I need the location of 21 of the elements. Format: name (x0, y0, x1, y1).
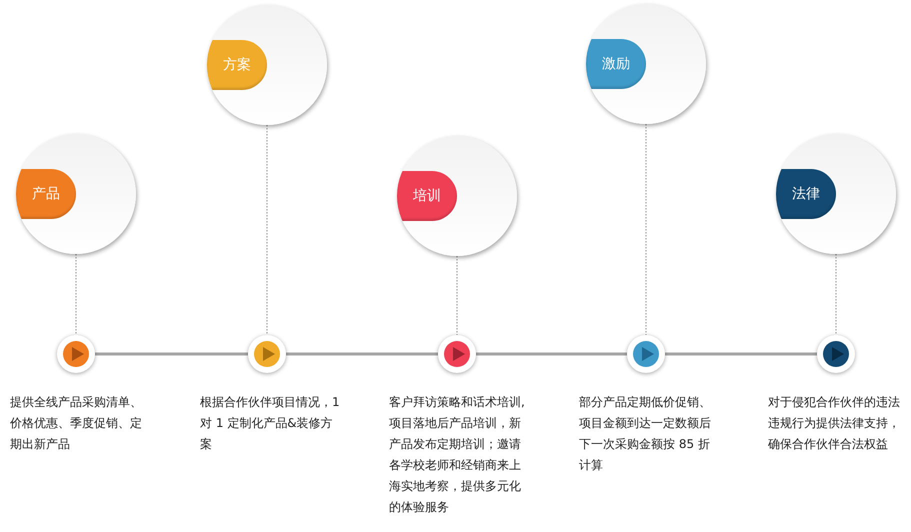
tab-label: 产品 (16, 169, 76, 219)
timeline-line (665, 352, 817, 356)
description-text: 根据合作伙伴项目情况，1 对 1 定制化产品&装修方案 (200, 394, 340, 453)
description-text: 提供全线产品采购清单、价格优惠、季度促销、定期出新产品 (10, 394, 143, 453)
description-text: 部分产品定期低价促销、项目金额到达一定数额后下一次采购金额按 85 折计算 (579, 394, 712, 474)
dotted-line (456, 256, 458, 336)
description-text: 客户拜访策略和话术培训,项目落地后产品培训，新产品发布定期培训；邀请各学校老师和经销商来上海实地考察，提供多元化的体验服务 (389, 394, 526, 516)
timeline-dot (248, 335, 286, 373)
dotted-line (266, 124, 268, 336)
tab-label: 激励 (586, 39, 646, 89)
tab-label: 培训 (397, 171, 457, 221)
timeline-line (476, 352, 627, 356)
timeline-dot (817, 335, 855, 373)
description-text: 对于侵犯合作伙伴的违法违规行为提供法律支持，确保合作伙伴合法权益 (768, 394, 901, 453)
timeline-dot (438, 335, 476, 373)
tab-label: 法律 (776, 169, 836, 219)
timeline-dot (57, 335, 95, 373)
tab-label: 方案 (207, 40, 267, 90)
timeline-dot (627, 335, 665, 373)
timeline-line (286, 352, 438, 356)
timeline-line (95, 352, 248, 356)
